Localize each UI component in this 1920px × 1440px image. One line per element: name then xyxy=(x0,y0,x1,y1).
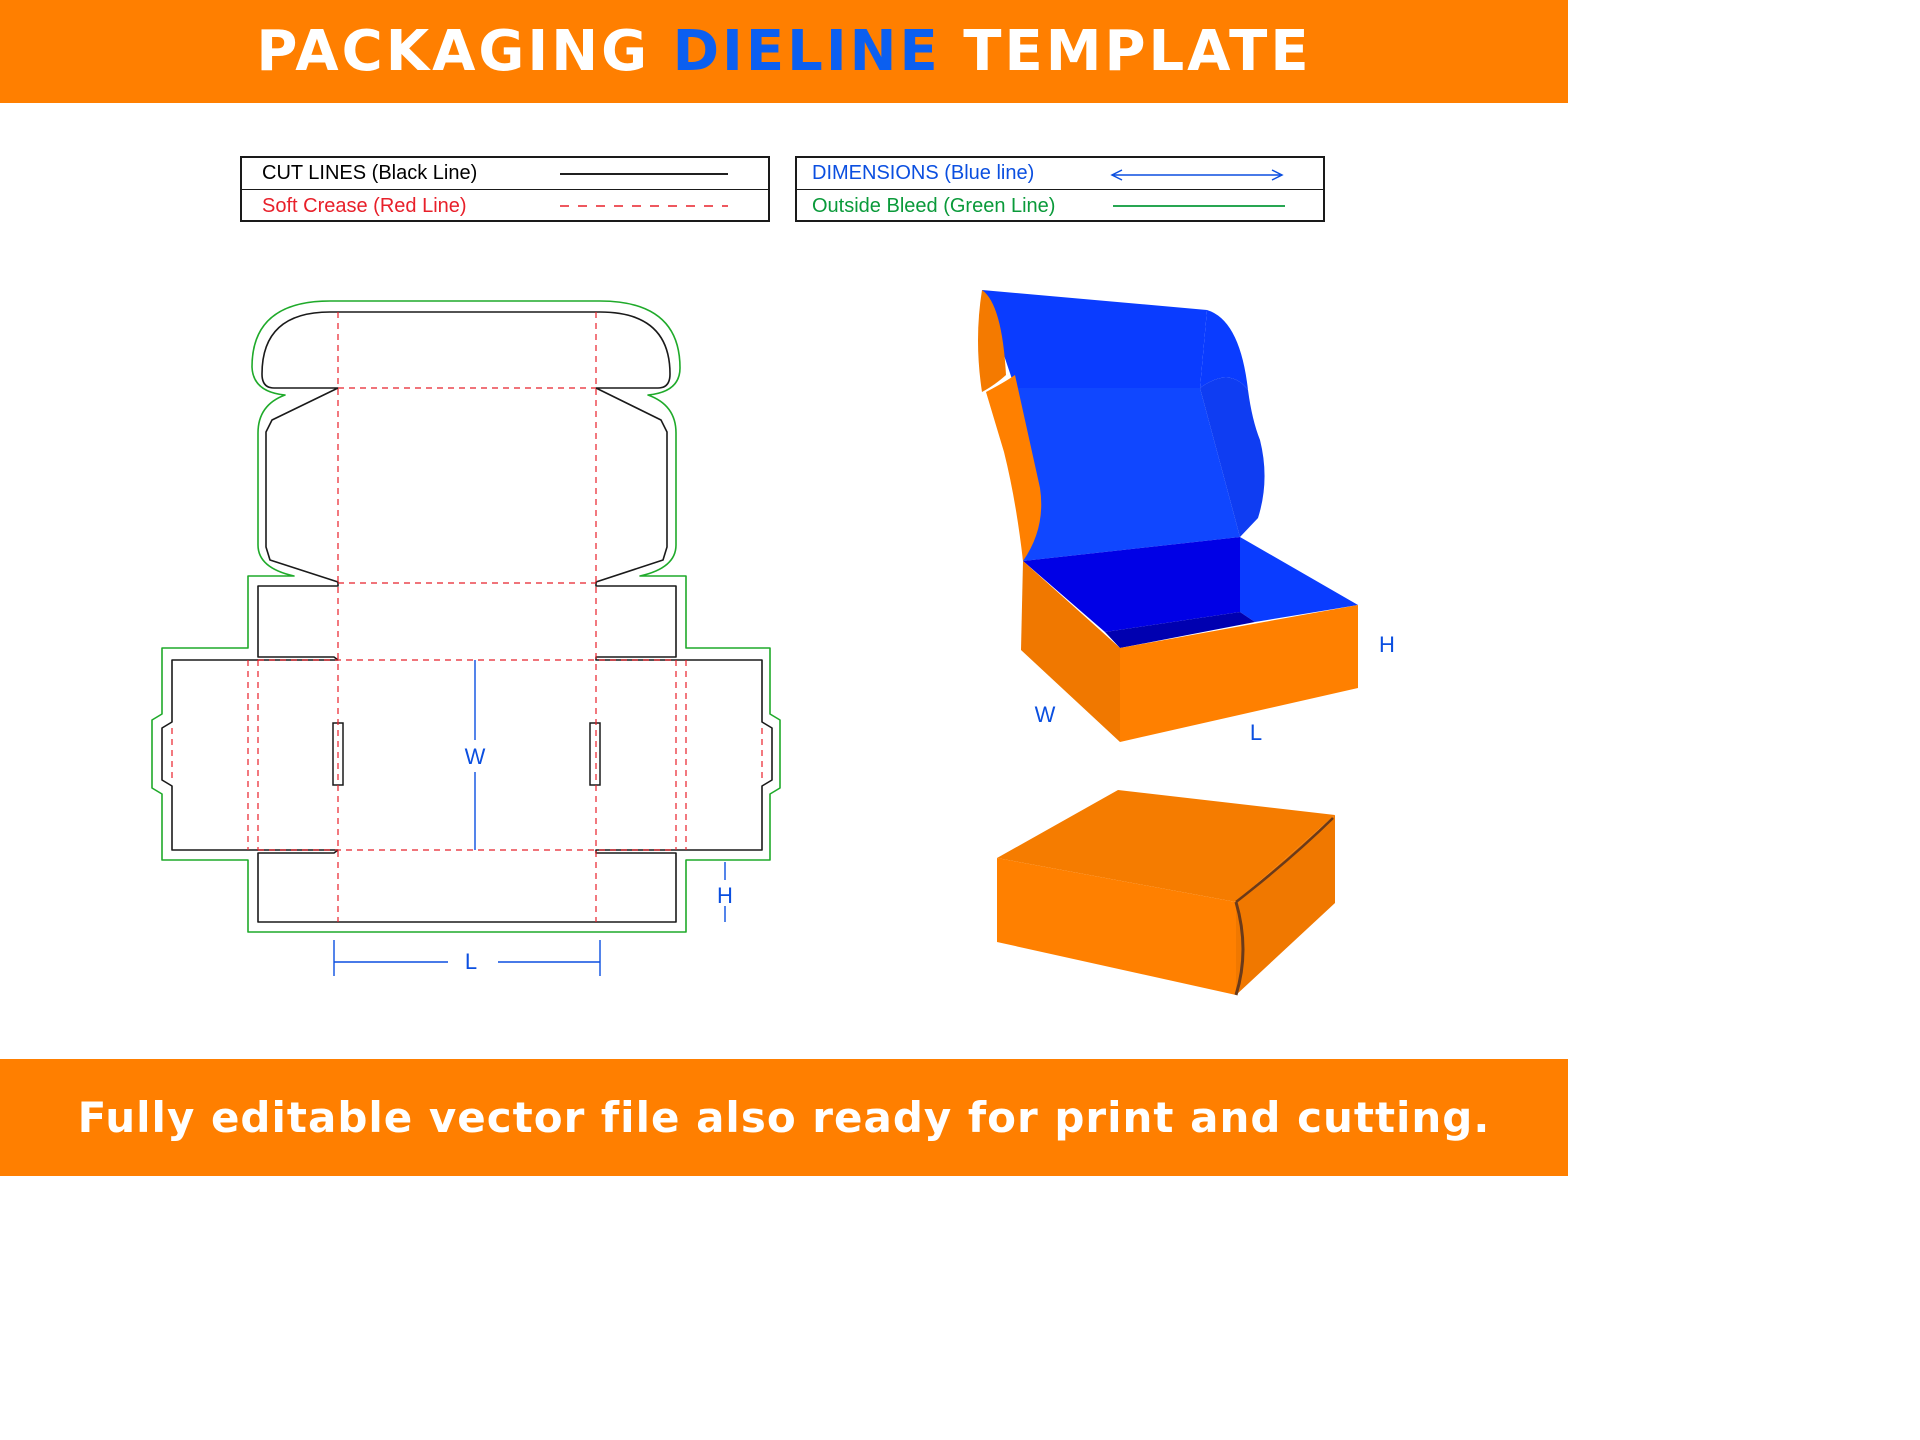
legend-cut-label: CUT LINES (Black Line) xyxy=(262,162,478,184)
lid-right-ear xyxy=(1200,310,1248,390)
lid-left-ear xyxy=(978,290,1006,392)
lid-inner-panel xyxy=(982,290,1207,388)
dieline-dim-h: H xyxy=(717,883,733,908)
box-inner-back xyxy=(1023,537,1240,632)
legend-line-types: CUT LINES (Black Line) Soft Crease (Red … xyxy=(240,156,770,222)
legend-bleed-label: Outside Bleed (Green Line) xyxy=(812,194,1056,217)
crease-lines xyxy=(171,312,763,922)
dieline-dim-l: L xyxy=(465,949,477,974)
closed-box-tuck-edge xyxy=(1234,901,1245,996)
flat-dieline: W H L xyxy=(151,300,781,976)
bleed-line-sample xyxy=(1113,205,1285,207)
page-title: PACKAGING DIELINE TEMPLATE xyxy=(256,19,1311,84)
legend-row-cut-lines: CUT LINES (Black Line) xyxy=(242,158,768,190)
dieline-dim-w: W xyxy=(465,744,486,769)
box-dim-h: H xyxy=(1379,632,1395,657)
box-inner-right xyxy=(1240,537,1358,622)
open-box-illustration: W L H xyxy=(978,290,1395,745)
title-accent: DIELINE xyxy=(672,19,941,84)
dim-l-arrow xyxy=(333,940,601,976)
box-left-wall xyxy=(1021,561,1120,742)
box-dim-l: L xyxy=(1250,720,1262,745)
bleed-outline xyxy=(151,300,781,933)
lid-left-flap xyxy=(986,375,1042,561)
legend-row-outside-bleed: Outside Bleed (Green Line) xyxy=(797,190,1323,222)
legend-guides: DIMENSIONS (Blue line) Outside Bleed (Gr… xyxy=(795,156,1325,222)
legend-row-soft-crease: Soft Crease (Red Line) xyxy=(242,190,768,222)
dimension-arrow-sample xyxy=(1110,169,1284,181)
closed-box-side xyxy=(1236,815,1335,995)
title-part-1: PACKAGING xyxy=(256,19,673,84)
title-part-2: TEMPLATE xyxy=(940,19,1312,84)
closed-box-top xyxy=(997,790,1335,902)
header-banner: PACKAGING DIELINE TEMPLATE xyxy=(0,0,1568,103)
diagram-canvas: W H L W L H xyxy=(151,290,1395,996)
legend-row-dimensions: DIMENSIONS (Blue line) xyxy=(797,158,1323,190)
closed-box-illustration xyxy=(997,790,1335,996)
footer-text: Fully editable vector file also ready fo… xyxy=(77,1093,1491,1142)
box-inner-floor xyxy=(1105,612,1255,648)
closed-box-front xyxy=(997,858,1236,995)
box-dim-w: W xyxy=(1035,702,1056,727)
lid-back-panel xyxy=(1015,388,1240,561)
box-front-wall xyxy=(1120,605,1358,742)
closed-box-lid-edge xyxy=(1235,817,1334,903)
footer-banner: Fully editable vector file also ready fo… xyxy=(0,1059,1568,1176)
lock-slot-right xyxy=(589,722,601,786)
legend-crease-label: Soft Crease (Red Line) xyxy=(262,194,467,217)
legend-dimensions-label: DIMENSIONS (Blue line) xyxy=(812,162,1035,184)
cut-line-sample xyxy=(560,173,728,175)
cut-outline xyxy=(161,311,773,923)
lid-right-flap xyxy=(1200,377,1265,537)
